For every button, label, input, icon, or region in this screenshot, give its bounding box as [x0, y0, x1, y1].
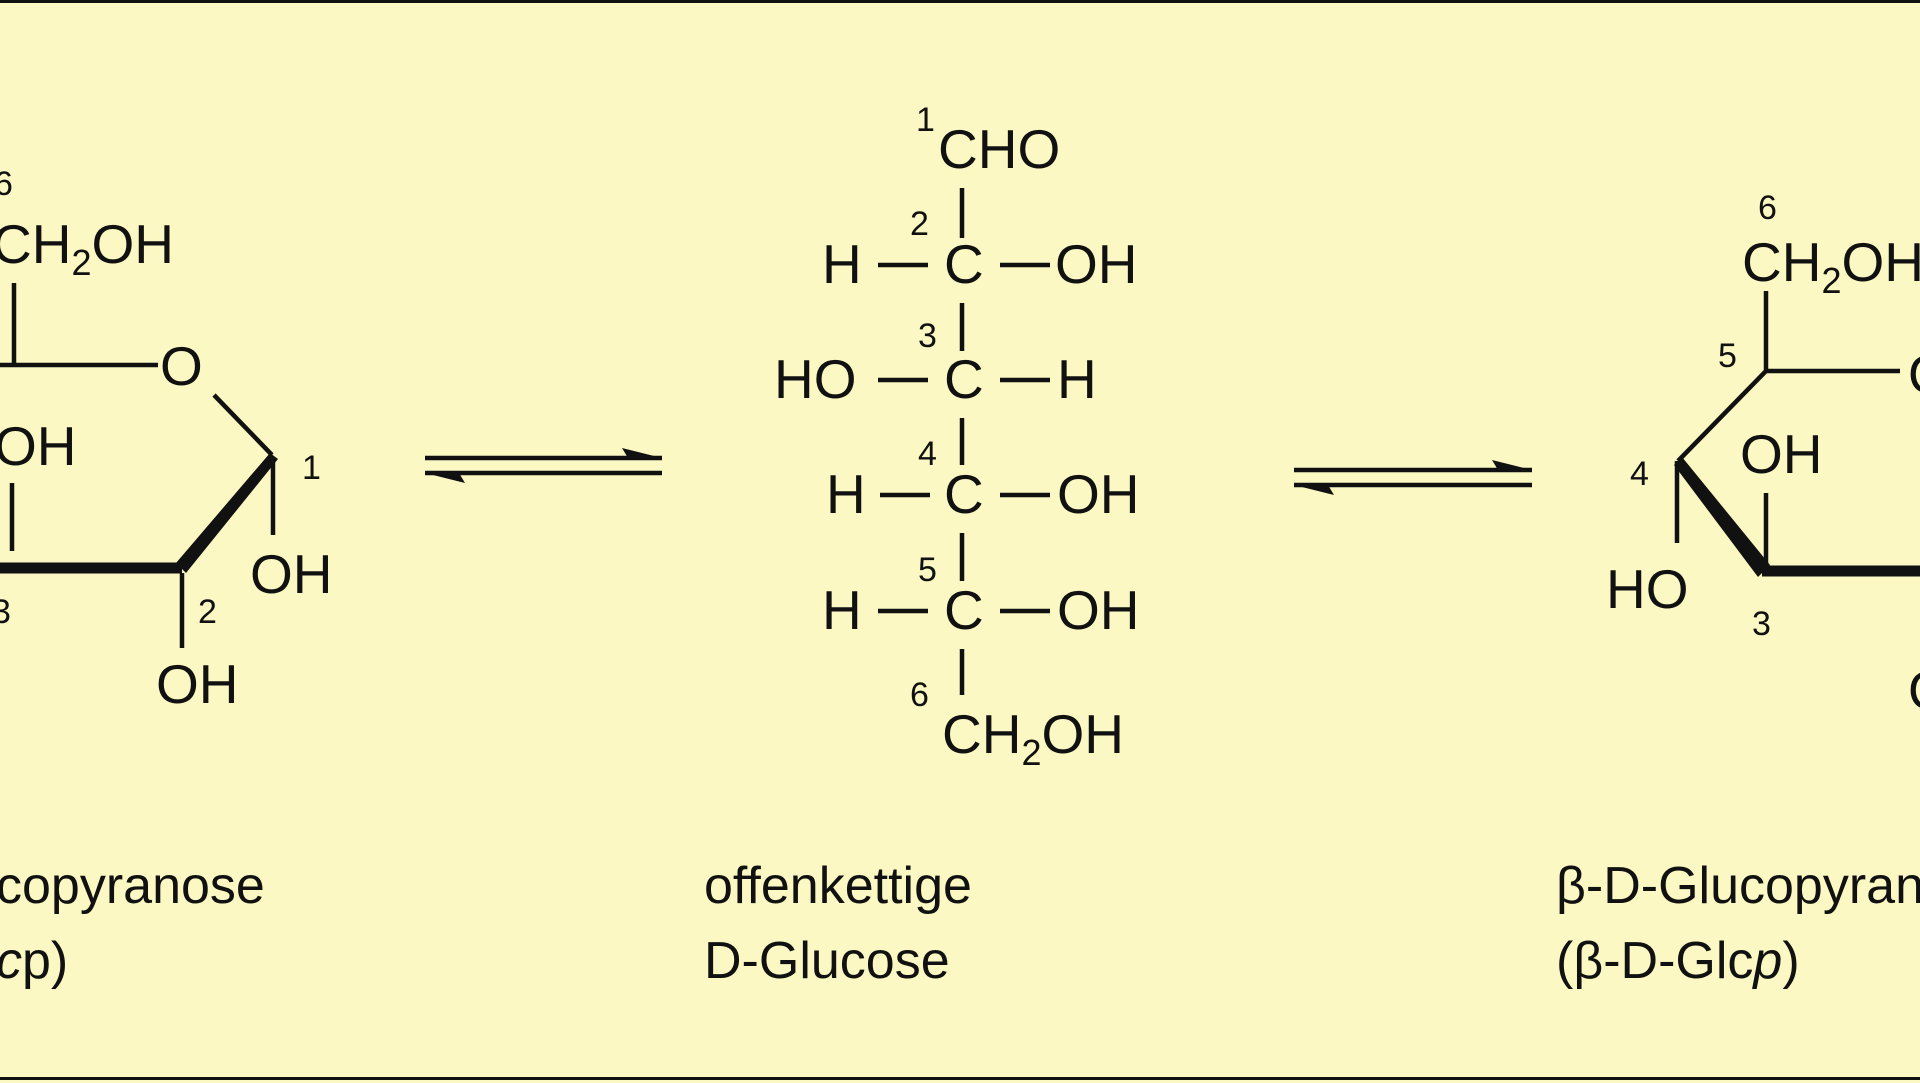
alpha-c1-number: 1 [302, 449, 321, 487]
beta-ch2oh-label: CH2OH [1742, 231, 1920, 301]
open-row3-carbon: C [944, 348, 984, 410]
beta-axial-oh-label: OH [1740, 423, 1823, 485]
alpha-ring-oxygen: O [160, 335, 203, 397]
beta-c5-c4-bond [1676, 369, 1768, 463]
forward-arrow-head [1492, 460, 1532, 470]
open-row3-right: H [1057, 348, 1097, 410]
alpha-c4-oh-label: OH [0, 415, 77, 477]
beta-c5-number: 5 [1718, 337, 1737, 375]
open-row4-carbon: C [944, 463, 984, 525]
open-row2-carbon: C [944, 233, 984, 295]
beta-caption-line2: (β-D-Glcp) [1556, 932, 1800, 990]
alpha-c2-number: 2 [198, 593, 217, 631]
open-row2-right: OH [1055, 233, 1138, 295]
alpha-o-c1-bond [212, 393, 274, 457]
open-cho-group: CHO [938, 118, 1060, 180]
beta-caption-line1: β-D-Glucopyranose [1556, 857, 1920, 915]
beta-glucopyranose-structure: 6 CH2OH 5 O OH 4 HO 3 O [1606, 189, 1920, 721]
open-row5-carbon: C [944, 579, 984, 641]
open-c6-number: 6 [910, 676, 929, 714]
open-c3-number: 3 [918, 317, 937, 355]
open-row4-right: OH [1057, 463, 1140, 525]
alpha-c2-c1-wedge [176, 453, 278, 573]
open-c5-number: 5 [918, 551, 937, 589]
alpha-c6-number: 6 [0, 165, 13, 203]
beta-c4-ho-label: HO [1606, 558, 1689, 620]
open-row5-left: H [822, 579, 862, 641]
open-chain-glucose-structure: 1 CHO 2 H C OH 3 HO C H 4 H C OH 5 H C O… [774, 101, 1140, 773]
reverse-arrow-head [1294, 485, 1334, 495]
glucose-equilibrium-diagram: 6 CH2OH O OH 1 OH 2 OH 3 copyranose cp) [0, 101, 1920, 990]
open-row5-right: OH [1057, 579, 1140, 641]
equilibrium-arrow-right [1294, 460, 1532, 495]
reverse-arrow-head [425, 473, 465, 483]
beta-c4-number: 4 [1630, 455, 1649, 493]
open-row4-left: H [826, 463, 866, 525]
beta-partial-label: O [1908, 659, 1920, 721]
open-c4-number: 4 [918, 435, 937, 473]
open-row2-left: H [822, 233, 862, 295]
beta-c4-c3-wedge [1674, 457, 1770, 577]
alpha-c1-oh-label: OH [250, 543, 333, 605]
alpha-caption-line1: copyranose [0, 857, 265, 915]
beta-c6-number: 6 [1758, 189, 1777, 227]
open-caption-line1: offenkettige [704, 857, 972, 915]
alpha-ch2oh-label: CH2OH [0, 213, 174, 283]
equilibrium-arrow-left [425, 448, 662, 483]
beta-ring-oxygen: O [1908, 343, 1920, 405]
open-c1-number: 1 [916, 101, 935, 139]
open-ch2oh-group: CH2OH [942, 703, 1124, 773]
alpha-c2-oh-label: OH [156, 653, 239, 715]
alpha-caption-line2: cp) [0, 932, 68, 990]
alpha-glucopyranose-structure: 6 CH2OH O OH 1 OH 2 OH 3 [0, 165, 333, 715]
open-caption-line2: D-Glucose [704, 932, 950, 990]
open-c2-number: 2 [910, 205, 929, 243]
beta-c3-number: 3 [1752, 605, 1771, 643]
alpha-c3-number: 3 [0, 593, 11, 631]
open-row3-left: HO [774, 348, 857, 410]
forward-arrow-head [622, 448, 662, 458]
